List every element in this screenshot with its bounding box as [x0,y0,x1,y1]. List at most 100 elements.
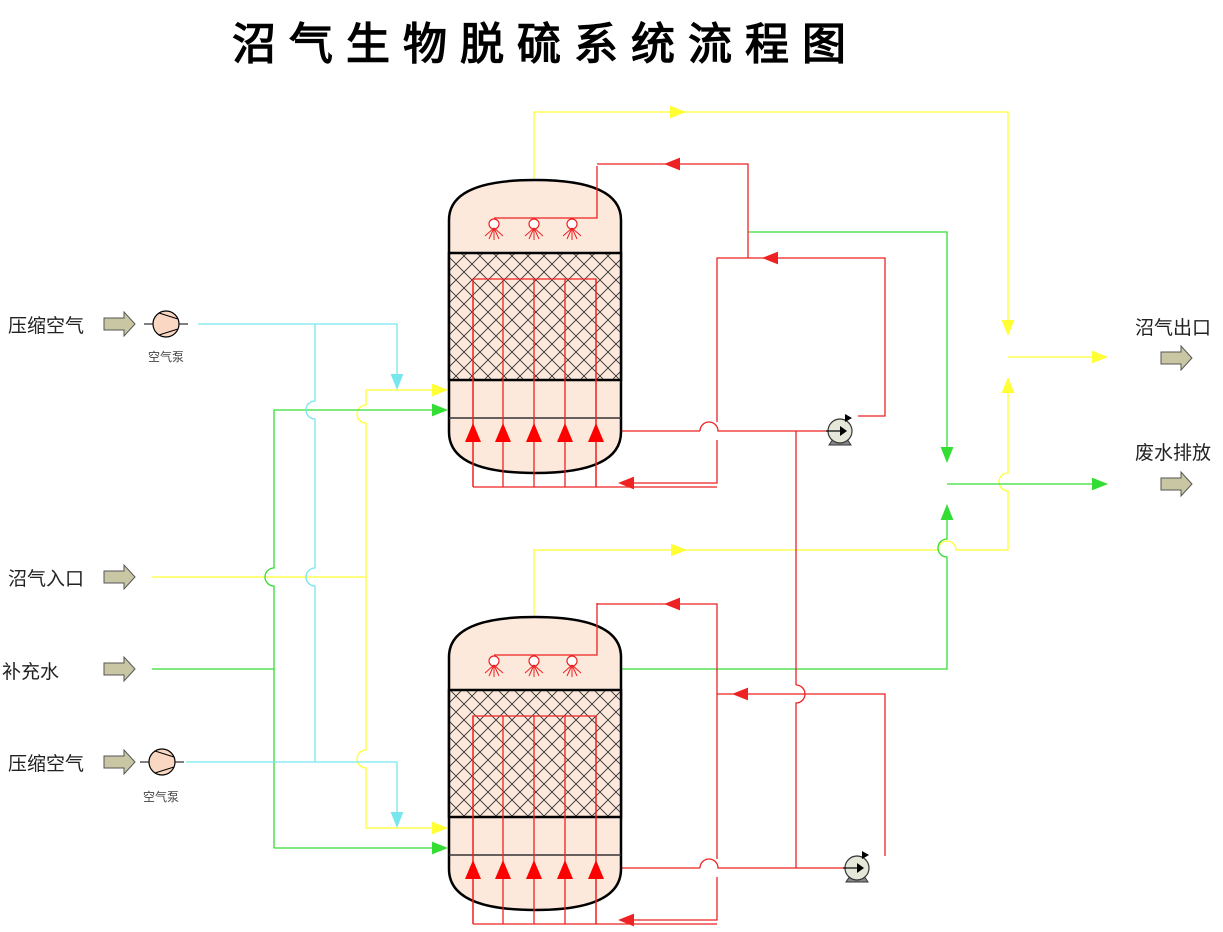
spray-ray [493,227,504,237]
air-pump-label-bottom: 空气泵 [143,790,180,804]
distributor-nozzle-icon [495,423,511,442]
distributor-nozzle-icon [526,423,542,442]
tower-cross-tie-hop [795,684,806,868]
pump-direction-icon [840,426,847,436]
flow-arrow-icon [940,447,954,463]
circulation-pump-1[interactable] [826,414,853,446]
spray-ray [493,227,500,240]
biogas-distribution-riser [356,390,440,829]
flow-arrow-icon [432,841,448,855]
spray-ray [571,227,582,237]
tower2-recirc-out-hop [699,858,852,869]
spray-ray [528,227,535,240]
spray-ray [484,227,495,237]
spray-ray [562,227,573,237]
biogas-outlet-line-bottom-hop [937,504,1009,551]
spray-ray [533,664,544,674]
flow-arrow-icon [732,687,748,701]
circulation-pump-2[interactable] [843,851,870,883]
distributor-nozzle-icon [526,860,542,879]
biogas-riser [998,380,1009,504]
inlet-label-makeup-water: 补充水 [2,661,60,683]
spray-ray [533,227,544,237]
pump-outlet-icon [862,851,869,859]
spray-ray [484,664,495,674]
outlet-label-biogas: 沼气出口 [1135,317,1212,339]
air-arrow-icon [390,812,404,828]
outlet-arrow-icon [1160,470,1193,498]
flow-arrow-icon [762,251,778,265]
flow-arrow-icon [1092,477,1108,491]
spray-ray [566,227,573,240]
flow-arrow-icon [940,504,954,520]
air-pump-bottom[interactable] [140,748,184,776]
inlet-label-compressed-air-bottom: 压缩空气 [8,753,85,775]
inlet-arrow-icon [103,655,136,683]
flow-arrow-icon [664,597,680,611]
spray-ray [528,664,535,677]
spray-nozzle-icon [524,218,544,240]
distributor-nozzle-icon [465,860,481,879]
packing-bed [447,688,623,819]
diagram-title: 沼气生物脱硫系统流程图 [232,19,859,70]
flow-arrow-icon [432,821,448,835]
flow-arrow-icon [1092,350,1108,364]
distributor-nozzle-icon [557,860,573,879]
flow-arrow-icon [1001,377,1015,393]
tower-1 [447,166,717,488]
spray-ray [493,664,500,677]
flow-arrow-icon [432,403,448,417]
spray-nozzle-icon [484,218,504,240]
spray-nozzle-icon [524,655,544,677]
tower2-pump-discharge [796,693,886,856]
air-pump-label-top: 空气泵 [148,350,185,364]
spray-ray [493,664,504,674]
impeller-line [154,750,175,758]
impeller-line [158,328,179,336]
pump-outlet-icon [845,414,852,422]
distributor-nozzle-icon [588,423,604,442]
spray-nozzle-icon [562,655,582,677]
spray-ray [571,227,578,240]
inlet-arrow-icon [103,310,136,338]
distributor-nozzle-icon [495,860,511,879]
inlet-arrow-icon [103,563,136,591]
flow-arrow-icon [618,913,634,927]
nozzle-head [566,218,578,230]
tower-2 [447,603,717,925]
water-overflow-hop [937,515,948,559]
spray-ray [571,664,578,677]
air-arrow-icon [390,374,404,390]
distributor-nozzle-icon [557,423,573,442]
inlet-label-compressed-air-top: 压缩空气 [8,315,85,337]
inlet-label-biogas: 沼气入口 [8,568,85,590]
tower2-return-bottom [621,877,718,921]
spray-nozzle-icon [484,655,504,677]
distributor-nozzle-icon [465,423,481,442]
impeller-line [158,312,179,320]
spray-ray [524,664,535,674]
inlet-arrow-icon [103,748,136,776]
tower1-recirc-out-hop [699,421,835,432]
spray-nozzle-icon [562,218,582,240]
impeller-line [154,766,175,774]
water-overflow-bottom [621,559,948,670]
air-pump-top[interactable] [144,310,188,338]
tower1-return-bottom [621,440,718,484]
spray-ray [488,664,495,677]
biogas-outlet-line-top [533,111,1009,334]
tower2-spray-supply [597,603,718,859]
spray-ray [533,227,540,240]
nozzle-head [488,655,500,667]
spray-header [494,603,598,656]
water-overflow-top [748,231,948,460]
spray-ray [571,664,582,674]
flow-arrow-icon [671,543,687,557]
air-line-bottom [186,761,398,820]
tower1-spray-supply [597,163,749,258]
air-line-top [198,323,398,382]
flow-arrow-icon [670,105,686,119]
packing-bed [447,251,623,382]
nozzle-head [528,218,540,230]
